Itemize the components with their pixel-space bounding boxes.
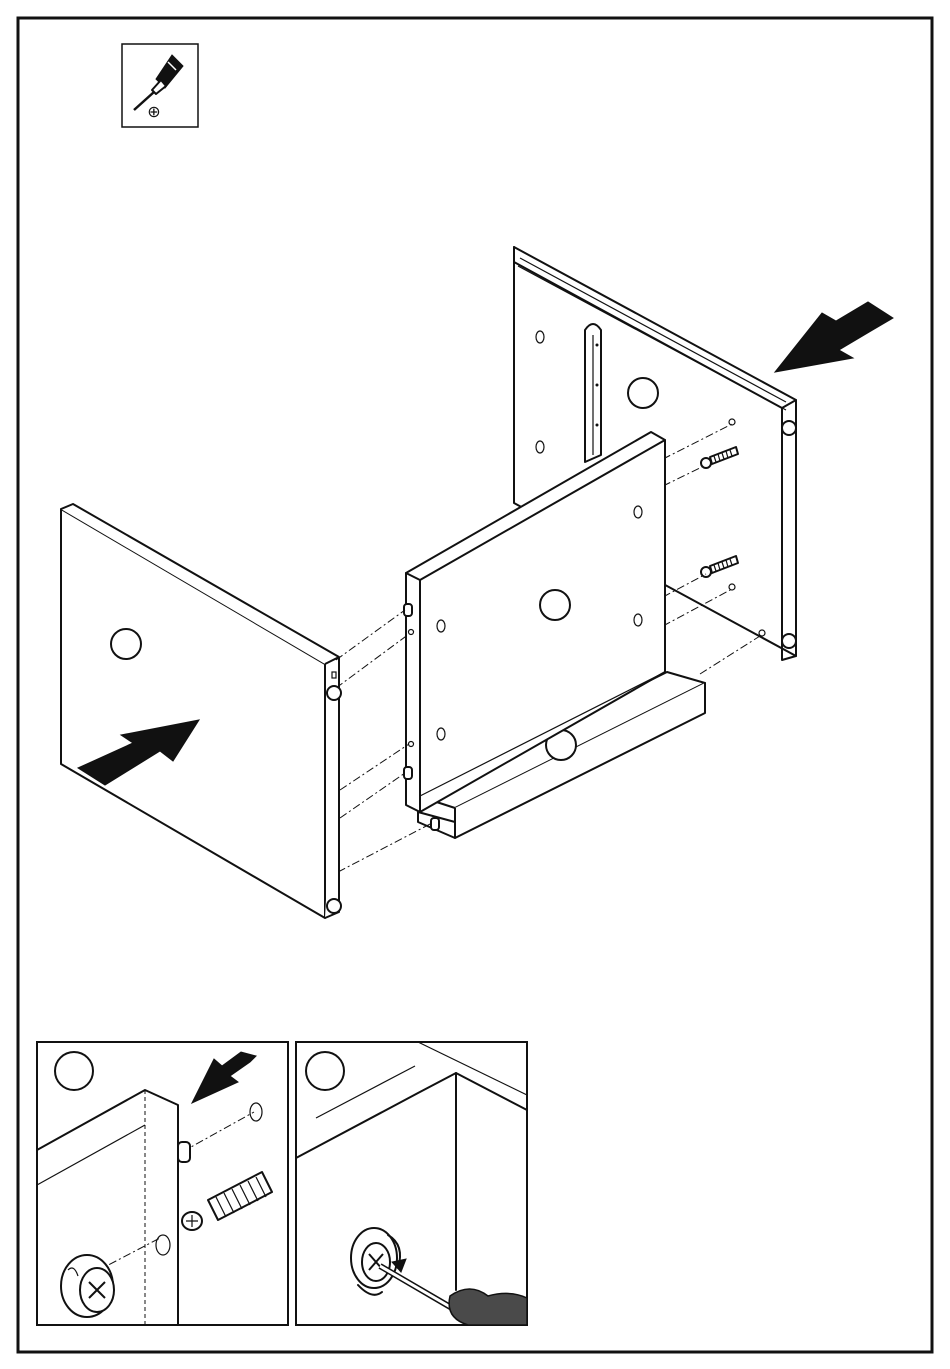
phillips-symbol: ⊕ — [147, 102, 160, 121]
detail-panel-tighten-cam — [296, 1042, 527, 1325]
cam-lock-insert-icon — [61, 1255, 114, 1317]
detail-panel-insert-dowel — [37, 1042, 288, 1325]
tool-box: ⊕ — [122, 44, 198, 127]
side-panel-left — [61, 504, 341, 918]
arrow-left-icon — [775, 302, 893, 372]
